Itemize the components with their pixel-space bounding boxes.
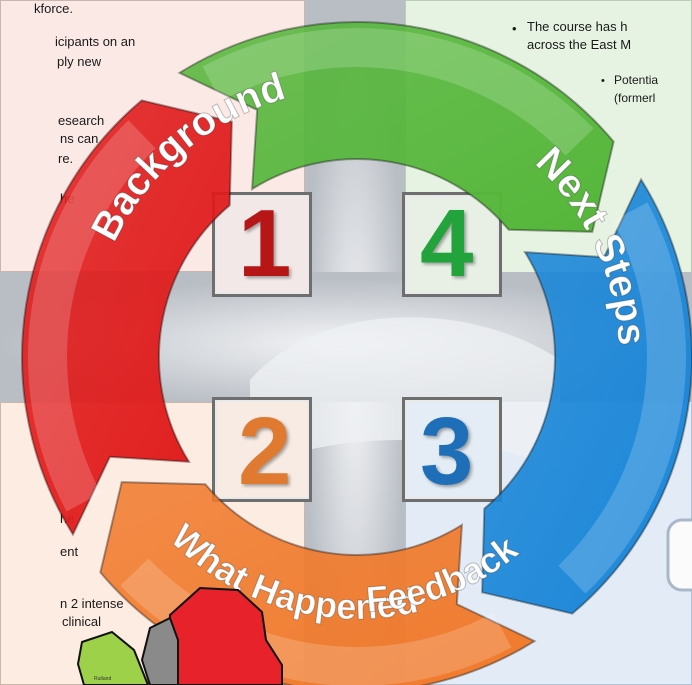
ring-segment-highlight xyxy=(27,120,156,512)
square-4 xyxy=(402,192,502,297)
ring-segment-highlight xyxy=(202,27,594,156)
left-panel-text-line: kforce. xyxy=(34,1,74,16)
left-panel-text-line: n 2 intense xyxy=(60,596,124,611)
left-panel-text-line: icipants on an xyxy=(55,34,136,49)
ring-segment-3 xyxy=(481,177,692,615)
right-panel-text-line: (formerl xyxy=(614,91,656,105)
map-label: Rutland xyxy=(94,676,111,682)
segment-number-2: 2 xyxy=(238,398,292,505)
left-panel-text-line: ns can xyxy=(60,131,99,146)
bullet-dot: • xyxy=(601,75,605,87)
square-1 xyxy=(212,192,312,297)
left-panel-text-line: esearch xyxy=(58,113,105,128)
left-panel-text-line: ent xyxy=(60,544,79,559)
square-2 xyxy=(212,397,312,502)
segment-number-3: 3 xyxy=(420,398,474,505)
segment-number-4: 4 xyxy=(420,190,474,297)
left-panel-text-line: clinical xyxy=(62,614,102,629)
right-panel-text-line: Potentia xyxy=(614,73,659,87)
right-panel-text-line: across the East M xyxy=(527,37,632,52)
ring-segment-1 xyxy=(21,99,233,537)
left-panel-text-line: re. xyxy=(58,151,74,166)
ring-segment-highlight xyxy=(558,202,686,594)
right-panel-text-line: The course has h xyxy=(527,19,628,34)
bullet-dot: • xyxy=(512,21,517,36)
left-panel-text-line: ply new xyxy=(57,54,102,69)
segment-number-1: 1 xyxy=(238,190,292,297)
ring-segment-4 xyxy=(177,21,615,233)
square-3 xyxy=(402,397,502,502)
